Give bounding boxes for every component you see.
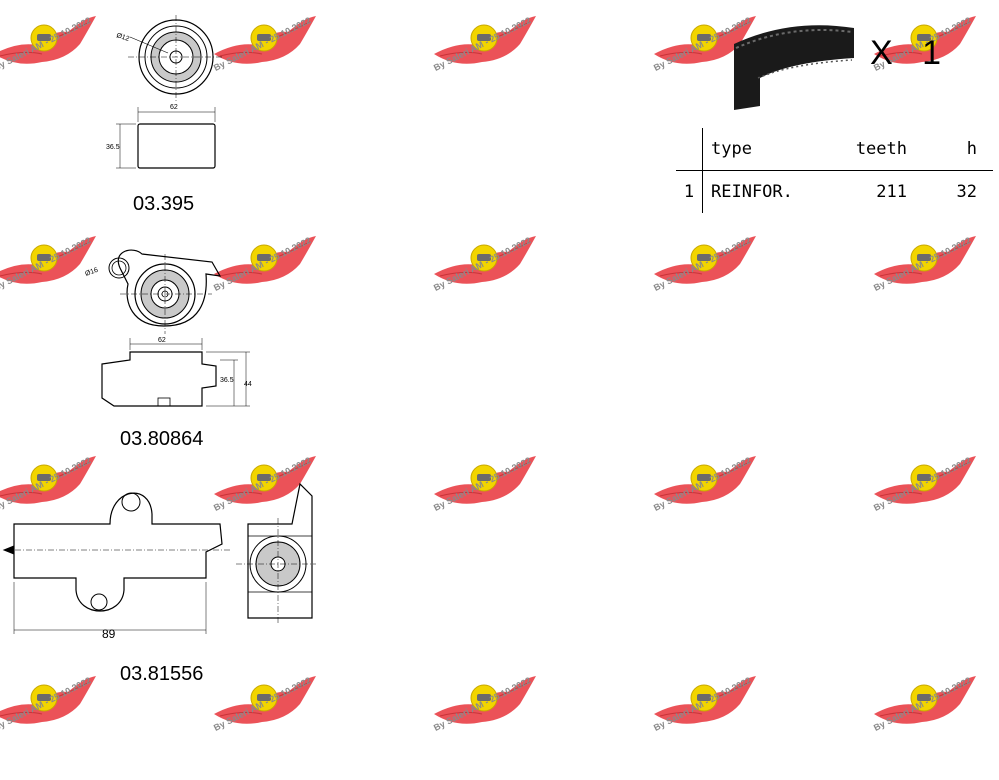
watermark-text: By Saleri AM - 25.10.2022 bbox=[652, 675, 753, 733]
dim-height: 36.5 bbox=[220, 377, 234, 384]
header-type: type bbox=[702, 128, 831, 171]
winged-logo-icon bbox=[654, 236, 756, 284]
watermark-text: By Saleri AM - 25.10.2022 bbox=[0, 675, 93, 733]
cell-h: 32 bbox=[956, 182, 977, 202]
header-index bbox=[676, 128, 703, 171]
winged-logo-icon bbox=[214, 676, 316, 724]
tensioner-side-view bbox=[101, 338, 250, 407]
watermark-text: By Saleri AM - 25.10.2022 bbox=[212, 15, 313, 73]
part-code-03-395: 03.395 bbox=[133, 193, 195, 215]
damper-side-view bbox=[236, 482, 316, 624]
dim-width: 62 bbox=[158, 337, 166, 344]
winged-logo-icon bbox=[874, 236, 976, 284]
watermark-text: By Saleri AM - 25.10.2022 bbox=[432, 15, 533, 73]
dim-diameter: Ø12 bbox=[115, 32, 130, 43]
winged-logo-icon bbox=[654, 676, 756, 724]
watermark-tile: By Saleri AM - 25.10.2022 bbox=[650, 450, 800, 560]
watermark-text: By Saleri AM - 25.10.2022 bbox=[432, 455, 533, 513]
watermark-tile: By Saleri AM - 25.10.2022 bbox=[0, 670, 140, 780]
timing-belt-image bbox=[734, 25, 854, 110]
header-teeth: teeth bbox=[831, 128, 907, 171]
table-header-row: type teeth h bbox=[676, 128, 993, 171]
winged-logo-icon bbox=[434, 16, 536, 64]
header-h: h bbox=[907, 128, 993, 171]
pulley-front-view bbox=[128, 15, 224, 101]
tensioner-front-view bbox=[108, 249, 222, 334]
watermark-tile: By Saleri AM - 25.10.2022 bbox=[870, 450, 999, 560]
cell-teeth: 211 bbox=[876, 182, 907, 202]
dim-total-height: 44 bbox=[244, 381, 252, 388]
watermark-text: By Saleri AM - 25.10.2022 bbox=[872, 455, 973, 513]
dim-length: 89 bbox=[102, 627, 116, 641]
watermark-text: By Saleri AM - 25.10.2022 bbox=[872, 235, 973, 293]
winged-logo-icon bbox=[0, 676, 96, 724]
part-03-81556-drawing: 89 bbox=[2, 482, 316, 641]
belt-table: type teeth h 1 REINFOR. 211 32 bbox=[676, 128, 993, 213]
watermark-tile: By Saleri AM - 25.10.2022 bbox=[210, 670, 360, 780]
watermark-text: By Saleri AM - 25.10.2022 bbox=[432, 235, 533, 293]
winged-logo-icon bbox=[654, 456, 756, 504]
winged-logo-icon bbox=[874, 676, 976, 724]
part-03-80864-drawing: Ø16 62 36.5 44 bbox=[84, 249, 252, 407]
cell-index: 1 bbox=[676, 170, 703, 213]
pulley-side-view bbox=[116, 107, 216, 169]
watermark-text: By Saleri AM - 25.10.2022 bbox=[652, 235, 753, 293]
part-code-03-81556: 03.81556 bbox=[120, 663, 204, 685]
winged-logo-icon bbox=[434, 456, 536, 504]
watermark-tile: By Saleri AM - 25.10.2022 bbox=[430, 230, 580, 340]
watermark-tile: By Saleri AM - 25.10.2022 bbox=[210, 10, 360, 120]
watermark-tile: By Saleri AM - 25.10.2022 bbox=[430, 10, 580, 120]
watermark-tile: By Saleri AM - 25.10.2022 bbox=[650, 670, 800, 780]
part-03-395-drawing: Ø12 62 36.5 bbox=[106, 15, 224, 169]
watermark-tile: By Saleri AM - 25.10.2022 bbox=[430, 670, 580, 780]
watermark-tile: By Saleri AM - 25.10.2022 bbox=[430, 450, 580, 560]
part-code-03-80864: 03.80864 bbox=[120, 428, 204, 450]
belt-quantity: X 1 bbox=[870, 34, 952, 72]
watermark-text: By Saleri AM - 25.10.2022 bbox=[432, 675, 533, 733]
watermark-tile: By Saleri AM - 25.10.2022 bbox=[650, 230, 800, 340]
dim-height: 36.5 bbox=[106, 144, 120, 151]
winged-logo-icon bbox=[434, 676, 536, 724]
winged-logo-icon bbox=[434, 236, 536, 284]
damper-front-view bbox=[2, 492, 232, 634]
watermark-tile: By Saleri AM - 25.10.2022 bbox=[870, 670, 999, 780]
watermark-text: By Saleri AM - 25.10.2022 bbox=[212, 675, 313, 733]
cell-type: REINFOR. bbox=[711, 182, 793, 202]
table-row: 1 REINFOR. 211 32 bbox=[676, 170, 993, 213]
dim-width: 62 bbox=[170, 104, 178, 111]
winged-logo-icon bbox=[874, 456, 976, 504]
dim-diameter: Ø16 bbox=[84, 267, 99, 278]
watermark-tile: By Saleri AM - 25.10.2022 bbox=[870, 230, 999, 340]
winged-logo-icon bbox=[0, 16, 96, 64]
watermark-text: By Saleri AM - 25.10.2022 bbox=[872, 675, 973, 733]
watermark-text: By Saleri AM - 25.10.2022 bbox=[652, 455, 753, 513]
